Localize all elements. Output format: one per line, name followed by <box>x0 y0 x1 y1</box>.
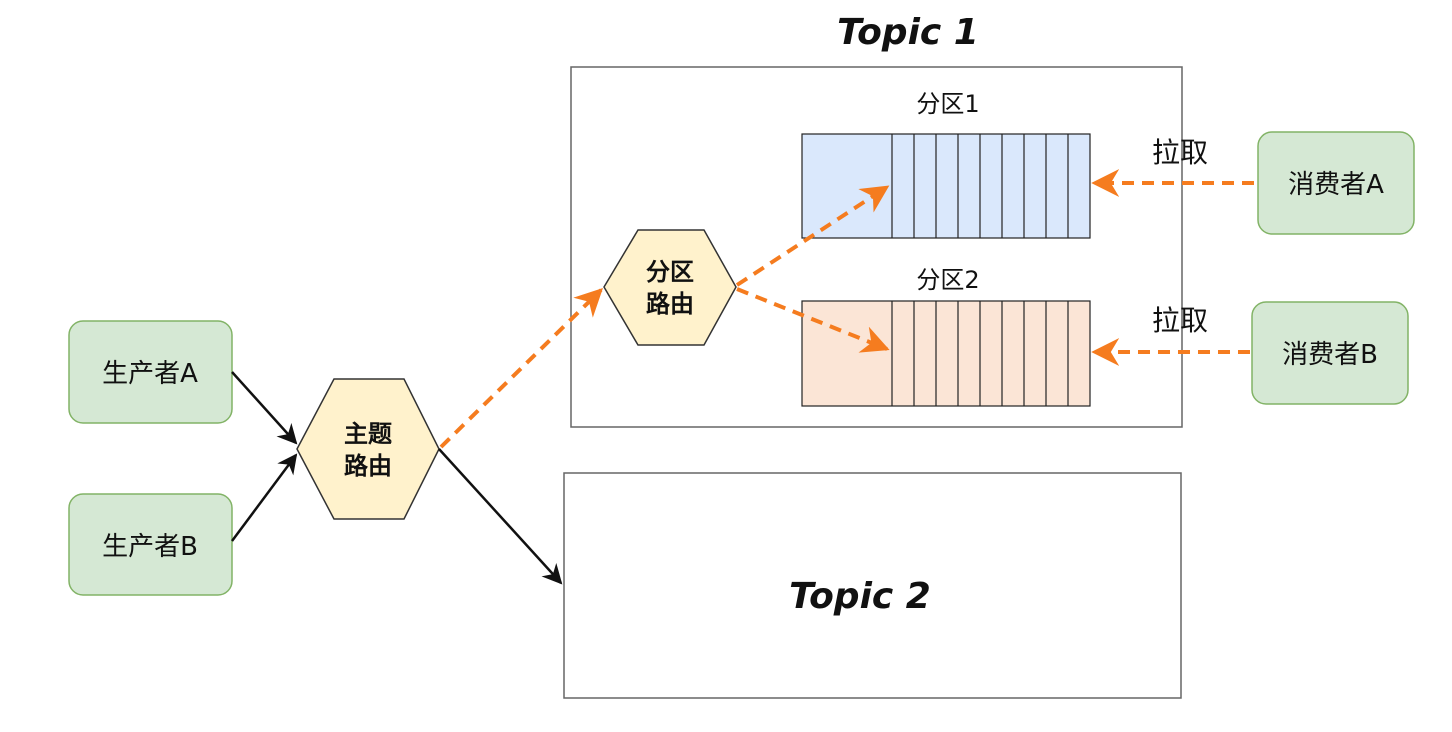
topic2-box <box>563 472 1182 699</box>
topic1-title: Topic 1 <box>837 12 979 53</box>
producer-b-label: 生产者B <box>102 532 198 562</box>
topic-router-node: 主题 路由 <box>296 378 440 520</box>
arrow-router-to-topic1 <box>439 288 603 449</box>
consumer-a-node: 消费者A <box>1257 131 1415 235</box>
partition-router-label-line1: 分区 <box>646 258 694 286</box>
pull-label-b: 拉取 <box>1152 304 1208 337</box>
consumer-b-node: 消费者B <box>1251 301 1409 405</box>
arrow-router-to-topic2 <box>438 448 563 585</box>
consumer-a-label: 消费者A <box>1288 170 1384 200</box>
producer-a-label: 生产者A <box>102 359 198 389</box>
pull-label-a: 拉取 <box>1152 136 1208 169</box>
partition2-queue <box>801 300 1091 407</box>
producer-a-node: 生产者A <box>68 320 233 424</box>
topic-router-label-line1: 主题 <box>344 420 392 448</box>
partition-router-node: 分区 路由 <box>603 229 737 346</box>
partition1-label: 分区1 <box>916 90 979 118</box>
producer-b-node: 生产者B <box>68 493 233 596</box>
arrow-producer-a-to-router <box>231 371 298 445</box>
topic2-title: Topic 2 <box>789 576 931 617</box>
arrow-producer-b-to-router <box>230 453 298 542</box>
topic-router-label-line2: 路由 <box>344 452 392 480</box>
consumer-b-label: 消费者B <box>1282 340 1378 370</box>
partition-router-label-line2: 路由 <box>646 290 694 318</box>
arrow-partition-router-to-p1 <box>735 185 890 287</box>
partition1-queue <box>801 133 1091 239</box>
partition1-body <box>801 133 1091 239</box>
partition-router-hexagon <box>603 229 737 346</box>
partition2-label: 分区2 <box>916 266 979 294</box>
topic-router-hexagon <box>296 378 440 520</box>
partition2-body <box>801 300 1091 407</box>
arrow-partition-router-to-p2 <box>736 287 890 353</box>
